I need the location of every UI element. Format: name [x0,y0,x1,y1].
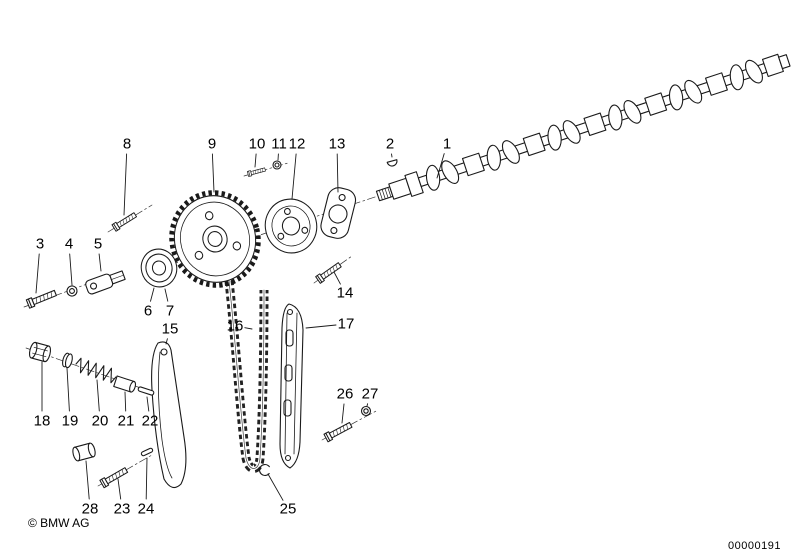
part-callout-20[interactable]: 20 [91,412,109,430]
washer-27 [360,405,372,417]
leader-line-23 [117,478,122,500]
leader-line-1 [436,153,445,179]
leader-line-25 [267,473,284,501]
circlip-25 [258,463,272,477]
part-callout-4[interactable]: 4 [64,235,74,253]
leader-line-20 [96,379,100,412]
leader-line-9 [211,153,215,193]
part-callout-25[interactable]: 25 [279,500,297,518]
part-callout-5[interactable]: 5 [93,235,103,253]
leader-line-6 [150,287,155,302]
part-callout-21[interactable]: 21 [117,412,135,430]
part-callout-28[interactable]: 28 [81,500,99,518]
flange-plate [264,198,318,254]
dowel-24 [140,447,154,457]
part-callout-26[interactable]: 26 [336,385,354,403]
tensioner-piston-21 [113,375,137,393]
leader-line-8 [123,153,128,216]
leader-lines [35,153,445,501]
leader-line-2 [391,153,393,158]
leader-line-16 [244,327,253,330]
leader-line-27 [366,403,369,407]
tensioner-spring-20 [75,357,117,384]
part-callout-23[interactable]: 23 [113,500,131,518]
part-callout-27[interactable]: 27 [361,385,379,403]
part-callout-2[interactable]: 2 [385,135,395,153]
bolt-10 [246,166,267,177]
bushing-28 [72,442,96,462]
mount-bracket [85,270,126,295]
bolt-23 [99,465,129,489]
leader-line-28 [85,460,90,500]
leader-line-26 [341,403,345,424]
part-callout-7[interactable]: 7 [165,302,175,320]
leader-line-15 [165,338,168,345]
part-callout-8[interactable]: 8 [122,135,132,153]
bolt-26 [323,420,354,443]
leader-line-14 [333,271,341,285]
seal-ring [140,248,178,288]
part-callout-13[interactable]: 13 [328,135,346,153]
bolt-3 [25,288,58,309]
leader-line-10 [254,153,257,168]
part-callout-24[interactable]: 24 [137,500,155,518]
part-callout-14[interactable]: 14 [336,284,354,302]
document-number: 00000191 [728,540,781,552]
washer-11 [272,160,282,170]
timing-sprocket [169,190,261,288]
part-callout-12[interactable]: 12 [288,135,306,153]
gasket-plate [320,187,357,239]
leader-line-5 [98,253,102,272]
bolt-8 [111,211,138,232]
leader-line-4 [69,253,73,286]
tensioner-rail [151,341,187,489]
leader-line-12 [291,153,297,200]
part-callout-16[interactable]: 16 [226,317,244,335]
leader-line-19 [66,367,70,412]
leader-line-13 [336,153,339,193]
tensioner-washer-19 [62,352,73,369]
part-callout-3[interactable]: 3 [35,235,45,253]
leader-line-21 [124,391,127,412]
part-callout-1[interactable]: 1 [442,135,452,153]
part-callout-10[interactable]: 10 [248,135,266,153]
part-callout-17[interactable]: 17 [337,315,355,333]
part-callout-11[interactable]: 11 [271,135,287,153]
part-callout-19[interactable]: 19 [61,412,79,430]
leader-line-22 [146,396,150,412]
part-callout-6[interactable]: 6 [143,302,153,320]
part-callout-18[interactable]: 18 [33,412,51,430]
key-clip [386,159,398,167]
tensioner-pin-22 [137,386,155,396]
tensioner-plug-18 [28,341,52,363]
leader-line-17 [305,324,337,329]
timing-chain [229,281,264,469]
leader-line-24 [145,457,148,500]
part-callout-22[interactable]: 22 [141,412,159,430]
part-callout-9[interactable]: 9 [207,135,217,153]
part-callout-15[interactable]: 15 [161,320,179,338]
leader-line-3 [35,253,40,294]
copyright-text: © BMW AG [28,516,90,530]
washer-4 [66,285,78,297]
leader-line-7 [164,288,169,302]
camshaft [154,53,791,271]
chain-guide-rail [279,303,304,469]
